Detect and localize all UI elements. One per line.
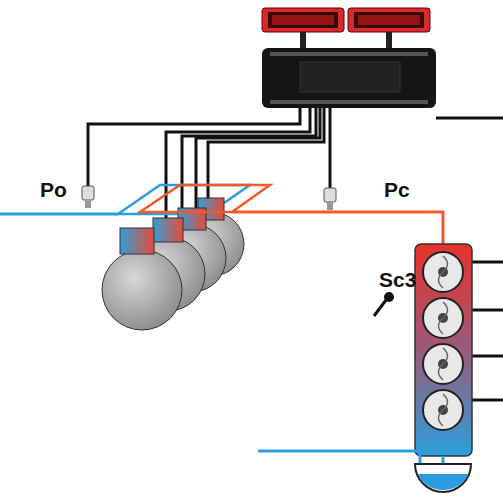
part-label: Po [40, 178, 67, 201]
control-wire [88, 108, 503, 400]
part-label: Pc [384, 178, 410, 201]
pressure-sensor [324, 188, 336, 210]
display-panel [348, 8, 430, 48]
condenser [415, 244, 472, 456]
liquid-line [258, 451, 443, 464]
part-label: Sc3 [379, 268, 416, 291]
compressor [102, 228, 182, 330]
temperature-probe [374, 292, 394, 316]
receiver [415, 464, 471, 492]
controller-unit [262, 48, 436, 108]
display-panel [262, 8, 344, 48]
pressure-sensor [82, 186, 94, 208]
